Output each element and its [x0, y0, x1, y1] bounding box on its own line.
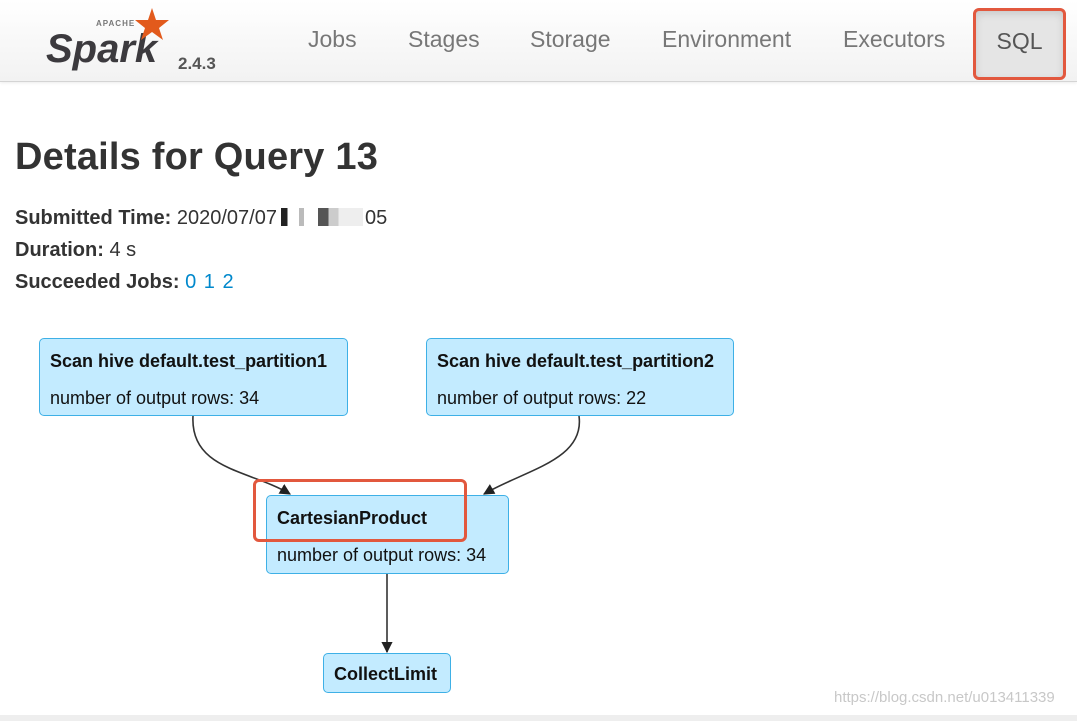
submitted-time-label: Submitted Time:	[15, 207, 172, 229]
duration-label: Duration:	[15, 239, 104, 261]
nav-tab-executors[interactable]: Executors	[843, 26, 946, 52]
page-title: Details for Query 13	[15, 136, 379, 178]
duration-value: 4 s	[109, 239, 137, 261]
job-link-1[interactable]: 1	[203, 271, 215, 293]
svg-text:Spark: Spark	[46, 27, 159, 71]
spark-logo-icon: APACHE Spark	[46, 8, 169, 71]
nav-tab-stages[interactable]: Stages	[408, 26, 480, 52]
nav-tab-jobs[interactable]: Jobs	[308, 26, 357, 52]
plan-node-title: CartesianProduct	[277, 508, 428, 528]
nav-tab-storage[interactable]: Storage	[530, 26, 611, 52]
plan-node-title: CollectLimit	[334, 664, 438, 684]
edge-scan1-to-cartesian	[192, 415, 291, 495]
spark-version: 2.4.3	[178, 54, 216, 73]
duration-row: Duration: 4 s	[15, 239, 136, 262]
watermark-text: https://blog.csdn.net/u013411339	[834, 689, 1055, 706]
job-link-0[interactable]: 0	[185, 271, 197, 293]
plan-node-title: Scan hive default.test_partition2	[437, 351, 715, 371]
plan-node-metric: number of output rows: 22	[437, 388, 647, 408]
submitted-time-suffix: 05	[364, 207, 388, 229]
redacted-time-block	[280, 207, 363, 226]
submitted-time-row: Submitted Time: 2020/07/07 05	[15, 207, 387, 230]
succeeded-jobs-label: Succeeded Jobs:	[15, 271, 180, 293]
nav-tab-environment[interactable]: Environment	[662, 26, 792, 52]
bottom-divider	[0, 715, 1077, 721]
plan-node-scan-partition1[interactable]: Scan hive default.test_partition1 number…	[39, 338, 348, 416]
svg-text:APACHE: APACHE	[96, 19, 135, 28]
edge-scan2-to-cartesian	[483, 415, 581, 495]
nav-tab-sql-label: SQL	[996, 28, 1043, 54]
spark-brand[interactable]: APACHE Spark 2.4.3	[44, 6, 234, 78]
submitted-time-value: 2020/07/07	[176, 207, 277, 229]
plan-node-scan-partition2[interactable]: Scan hive default.test_partition2 number…	[426, 338, 734, 416]
plan-node-collect-limit[interactable]: CollectLimit	[323, 653, 451, 693]
job-link-2[interactable]: 2	[222, 271, 234, 293]
plan-node-metric: number of output rows: 34	[277, 545, 487, 565]
succeeded-jobs-row: Succeeded Jobs: 0 1 2	[15, 271, 236, 294]
top-navbar: APACHE Spark 2.4.3 Jobs Stages Storage E…	[0, 0, 1077, 82]
plan-node-title: Scan hive default.test_partition1	[50, 351, 328, 371]
cartesian-highlight-annotation	[253, 479, 467, 542]
plan-node-metric: number of output rows: 34	[50, 388, 260, 408]
nav-tab-sql[interactable]: SQL	[973, 8, 1066, 80]
plan-node-cartesian-product[interactable]: CartesianProduct number of output rows: …	[266, 495, 509, 574]
